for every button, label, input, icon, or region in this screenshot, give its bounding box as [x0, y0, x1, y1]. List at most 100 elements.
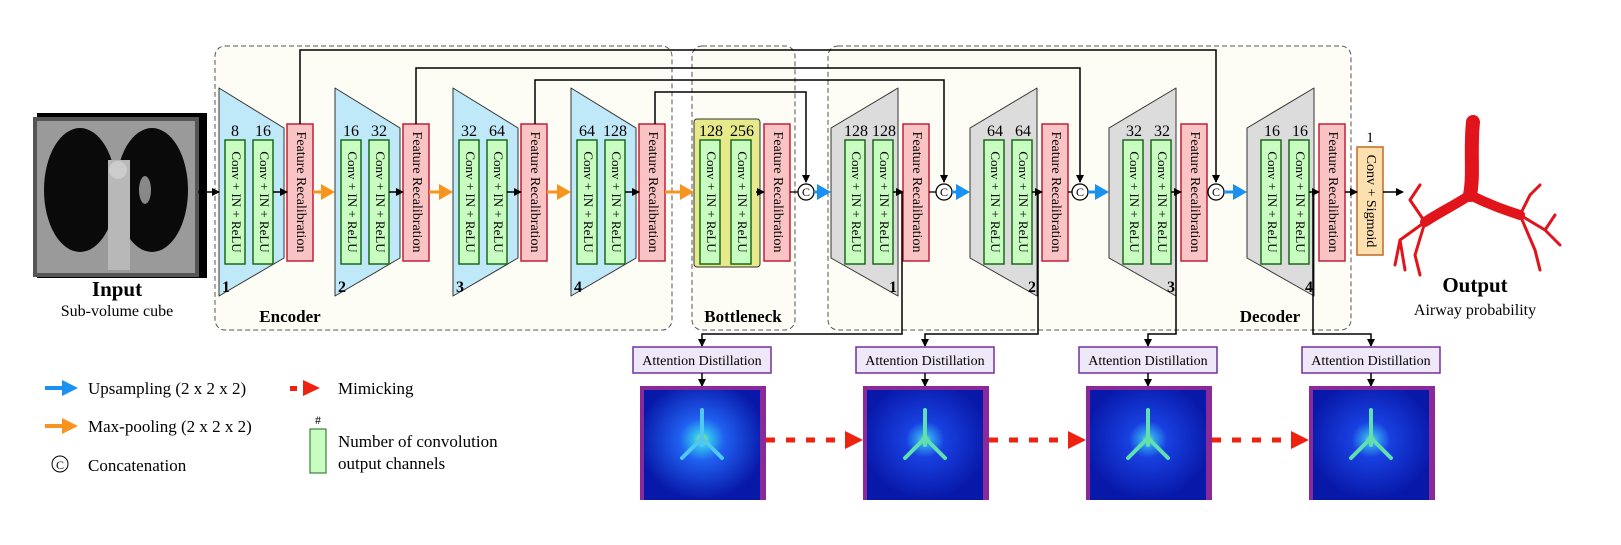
attention-connection	[921, 192, 1039, 347]
output-airway-image	[1393, 115, 1562, 277]
channel-count: 16	[1264, 123, 1280, 140]
output-subtitle: Airway probability	[1414, 302, 1536, 319]
skip-connection	[299, 49, 1220, 183]
mimicking-arrow-icon	[1068, 431, 1086, 449]
attention-heatmap-3	[1086, 386, 1212, 500]
attention-connection	[698, 192, 903, 347]
block-index: 4	[574, 279, 582, 296]
block-index: 3	[456, 279, 464, 296]
conv-block: Conv + IN + ReLU	[340, 139, 362, 265]
channel-count: 128	[844, 123, 868, 140]
svg-text:Conv + IN + ReLU: Conv + IN + ReLU	[735, 151, 750, 253]
svg-text:C: C	[1076, 185, 1084, 199]
channel-count: 1	[1366, 130, 1374, 146]
feature-recalibration: Feature Recalibration	[1041, 123, 1069, 262]
legend-upsampling: Upsampling (2 x 2 x 2)	[45, 379, 246, 398]
attention-connection	[1312, 192, 1375, 347]
mimicking-arrow-icon	[1291, 431, 1309, 449]
channel-count: 128	[872, 123, 896, 140]
svg-text:C: C	[1212, 185, 1220, 199]
svg-text:Conv + Sigmoid: Conv + Sigmoid	[1363, 155, 1378, 248]
attention-heatmap-2	[863, 386, 989, 500]
feature-recalibration: Feature Recalibration	[1318, 123, 1346, 262]
bottleneck-label: Bottleneck	[704, 307, 782, 326]
attention-distillation-3: Attention Distillation	[1078, 346, 1218, 387]
svg-text:C: C	[802, 185, 810, 199]
svg-text:Feature Recalibration: Feature Recalibration	[645, 132, 660, 253]
block-index: 2	[338, 279, 346, 296]
attention-distillation-1: Attention Distillation	[632, 346, 772, 387]
block-index: 1	[889, 279, 897, 296]
svg-text:Conv + IN + ReLU: Conv + IN + ReLU	[581, 151, 596, 253]
concatenation-icon: C	[1071, 183, 1089, 201]
maxpooling-arrow-icon	[321, 184, 335, 200]
legend-maxpooling: Max-pooling (2 x 2 x 2)	[45, 417, 252, 436]
channel-count: 32	[371, 123, 387, 140]
svg-text:Feature Recalibration: Feature Recalibration	[1048, 132, 1063, 253]
encoder-label: Encoder	[259, 307, 321, 326]
conv-block: Conv + IN + ReLU	[368, 139, 390, 265]
svg-text:Attention Distillation: Attention Distillation	[1311, 354, 1430, 369]
svg-text:Conv + IN + ReLU: Conv + IN + ReLU	[609, 151, 624, 253]
svg-text:Feature Recalibration: Feature Recalibration	[293, 132, 308, 253]
legend-mimicking: Mimicking	[290, 379, 414, 398]
conv-block: Conv + IN + ReLU	[604, 139, 626, 265]
channel-count: 32	[1126, 123, 1142, 140]
attention-heatmap-1	[640, 386, 766, 500]
svg-text:Attention Distillation: Attention Distillation	[865, 354, 984, 369]
channel-count: 32	[1154, 123, 1170, 140]
svg-text:#: #	[315, 413, 321, 427]
block-index: 2	[1028, 279, 1036, 296]
attention-distillation-4: Attention Distillation	[1301, 346, 1441, 387]
svg-text:Conv + IN + ReLU: Conv + IN + ReLU	[849, 151, 864, 253]
block-index: 3	[1167, 279, 1175, 296]
input-subtitle: Sub-volume cube	[61, 303, 173, 320]
channel-count: 64	[987, 123, 1003, 140]
svg-text:C: C	[56, 458, 64, 472]
channel-count: 256	[730, 123, 754, 140]
concatenation-icon: C	[797, 183, 815, 201]
legend-channels: # Number of convolution output channels	[309, 413, 498, 474]
concatenation-icon: C	[1207, 183, 1225, 201]
svg-text:output channels: output channels	[338, 454, 445, 473]
channel-count: 16	[343, 123, 359, 140]
conv-block: Conv + IN + ReLU	[1260, 139, 1282, 265]
feature-recalibration: Feature Recalibration	[286, 123, 314, 262]
svg-text:Feature Recalibration: Feature Recalibration	[409, 132, 424, 253]
conv-block: Conv + IN + ReLU	[872, 139, 894, 265]
svg-text:Conv + IN + ReLU: Conv + IN + ReLU	[345, 151, 360, 253]
maxpooling-arrow-icon	[680, 184, 694, 200]
svg-text:Conv + IN + ReLU: Conv + IN + ReLU	[257, 151, 272, 253]
svg-text:Max-pooling (2 x 2 x 2): Max-pooling (2 x 2 x 2)	[88, 417, 252, 436]
svg-text:Feature Recalibration: Feature Recalibration	[909, 132, 924, 253]
svg-text:Mimicking: Mimicking	[338, 379, 414, 398]
channel-count: 128	[699, 123, 723, 140]
legend-concatenation: C Concatenation	[51, 455, 187, 475]
maxpooling-arrow-icon	[439, 184, 453, 200]
conv-block: Conv + IN + ReLU	[224, 139, 246, 265]
svg-text:Feature Recalibration: Feature Recalibration	[527, 132, 542, 253]
conv-block: Conv + IN + ReLU	[1150, 139, 1172, 265]
skip-connection	[654, 91, 810, 183]
feature-recalibration: Feature Recalibration	[638, 123, 666, 262]
conv-block: Conv + IN + ReLU	[486, 139, 508, 265]
svg-text:Number of convolution: Number of convolution	[338, 432, 498, 451]
channel-count: 128	[603, 123, 627, 140]
final-conv-sigmoid: Conv + Sigmoid 1	[1356, 130, 1384, 256]
feature-recalibration: Feature Recalibration	[763, 123, 791, 262]
svg-text:Upsampling (2 x 2 x 2): Upsampling (2 x 2 x 2)	[88, 379, 246, 398]
svg-text:Conv + IN + ReLU: Conv + IN + ReLU	[463, 151, 478, 253]
svg-text:Concatenation: Concatenation	[88, 456, 187, 475]
upsampling-arrow-icon	[62, 380, 78, 396]
channel-count: 16	[1292, 123, 1308, 140]
conv-block-icon	[309, 428, 327, 474]
svg-text:Feature Recalibration: Feature Recalibration	[1187, 132, 1202, 253]
feature-recalibration: Feature Recalibration	[902, 123, 930, 262]
channel-count: 8	[231, 123, 239, 140]
svg-text:Conv + IN + ReLU: Conv + IN + ReLU	[1265, 151, 1280, 253]
upsampling-arrow-icon	[1095, 184, 1109, 200]
svg-text:Conv + IN + ReLU: Conv + IN + ReLU	[1016, 151, 1031, 253]
